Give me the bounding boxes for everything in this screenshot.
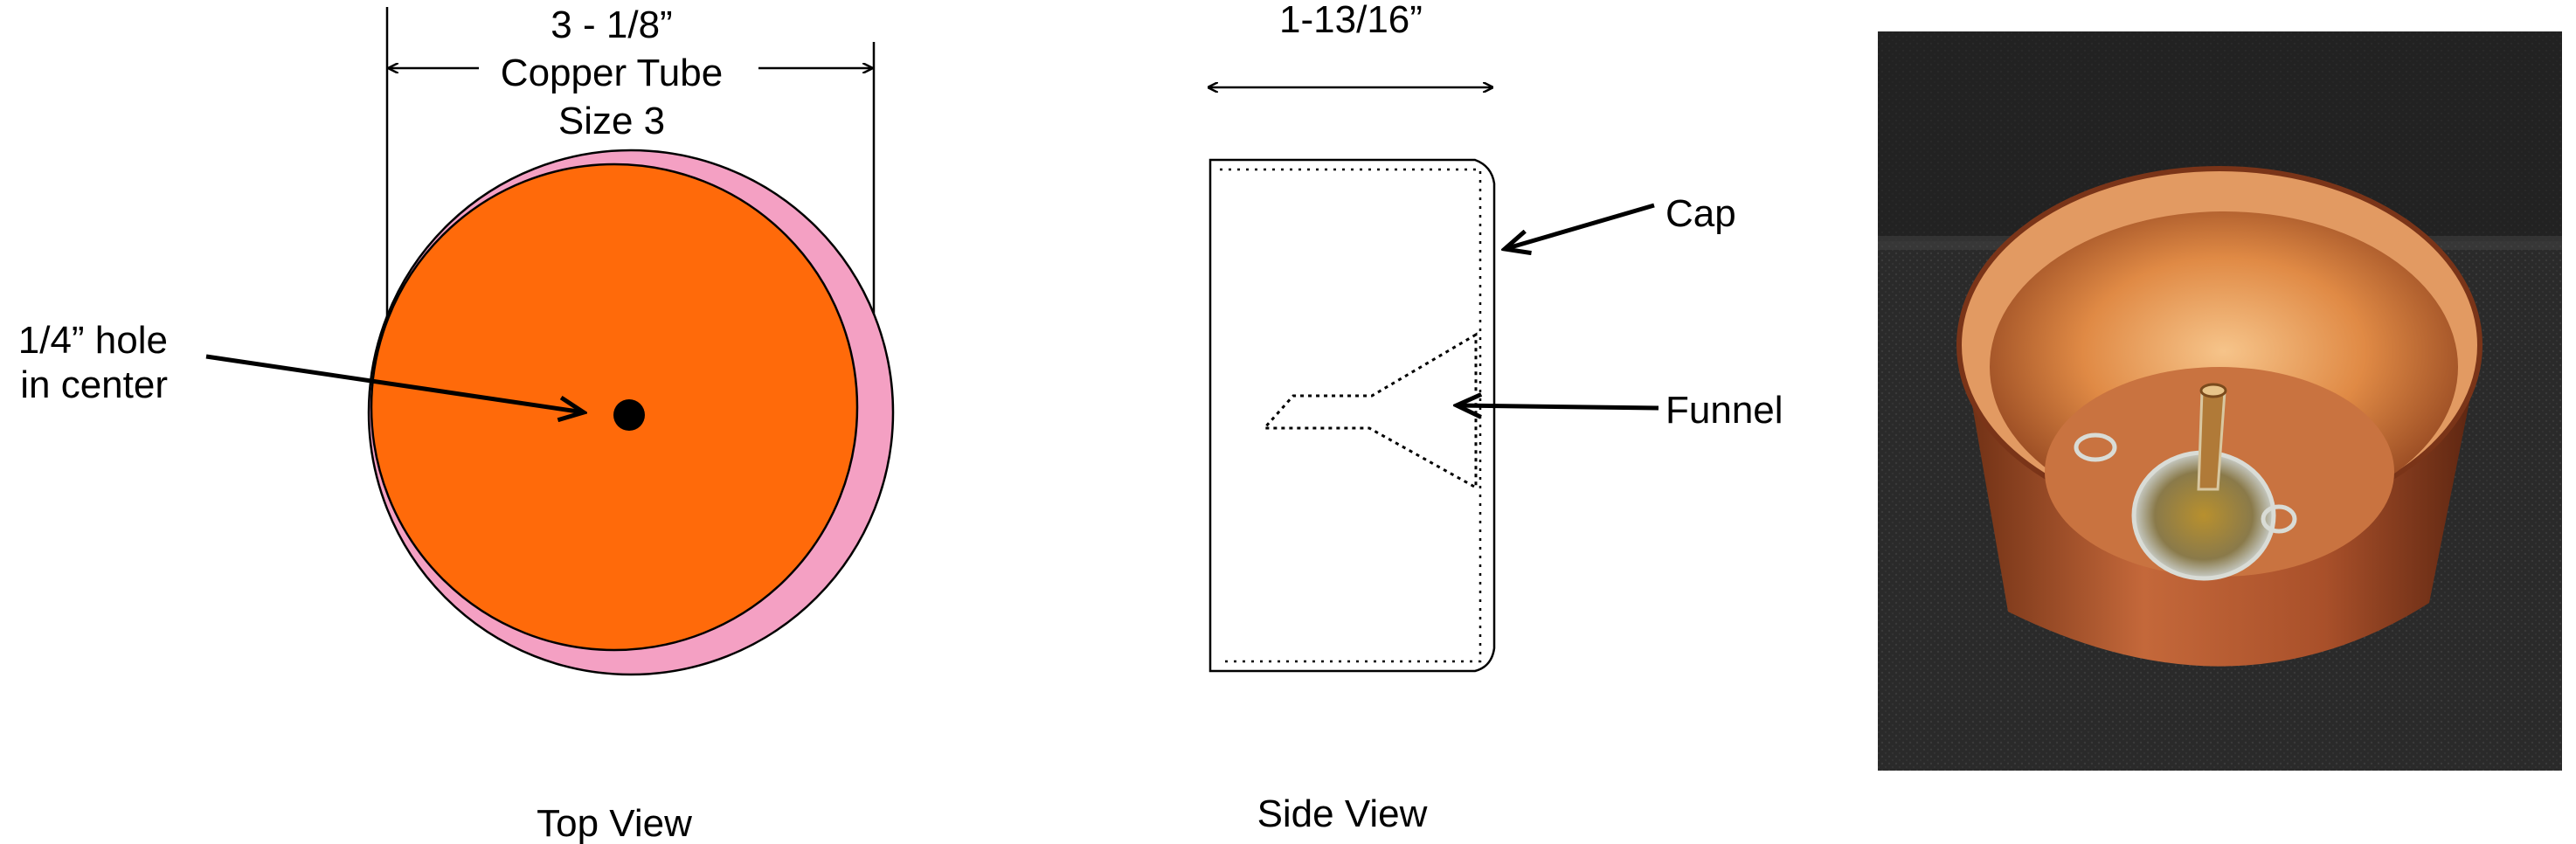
side-view-caption: Side View: [1257, 792, 1428, 835]
funnel-leader-arrow: [1457, 405, 1659, 408]
dimension-label-line3: Size 3: [558, 100, 665, 142]
dimension-label-line2: Copper Tube: [501, 52, 723, 94]
cap-photo: [1878, 31, 2562, 771]
funnel-dotted: [1261, 332, 1478, 490]
side-view: 1-13/16” Cap Funnel Side View: [1209, 0, 1783, 835]
side-dimension-label: 1-13/16”: [1279, 0, 1423, 41]
cap-inner-dotted: [1220, 168, 1482, 663]
hole-label-line2: in center: [20, 363, 168, 406]
hole-leader-arrow: [205, 354, 584, 412]
top-view-caption: Top View: [537, 802, 692, 844]
top-view: 3 - 1/8” Copper Tube Size 3 1/4” hole in…: [18, 3, 895, 844]
funnel-label: Funnel: [1665, 389, 1783, 432]
glass-funnel-ear-left: [2074, 432, 2117, 462]
hole-label-line1: 1/4” hole: [18, 319, 168, 362]
cap-leader-arrow: [1505, 203, 1655, 249]
cap-outline: [1208, 158, 1496, 673]
glass-funnel-ear-right: [2261, 504, 2297, 534]
center-hole: [613, 399, 645, 431]
cap-face: [370, 163, 859, 652]
dimension-label-line1: 3 - 1/8”: [551, 3, 672, 46]
cap-label: Cap: [1665, 192, 1736, 235]
